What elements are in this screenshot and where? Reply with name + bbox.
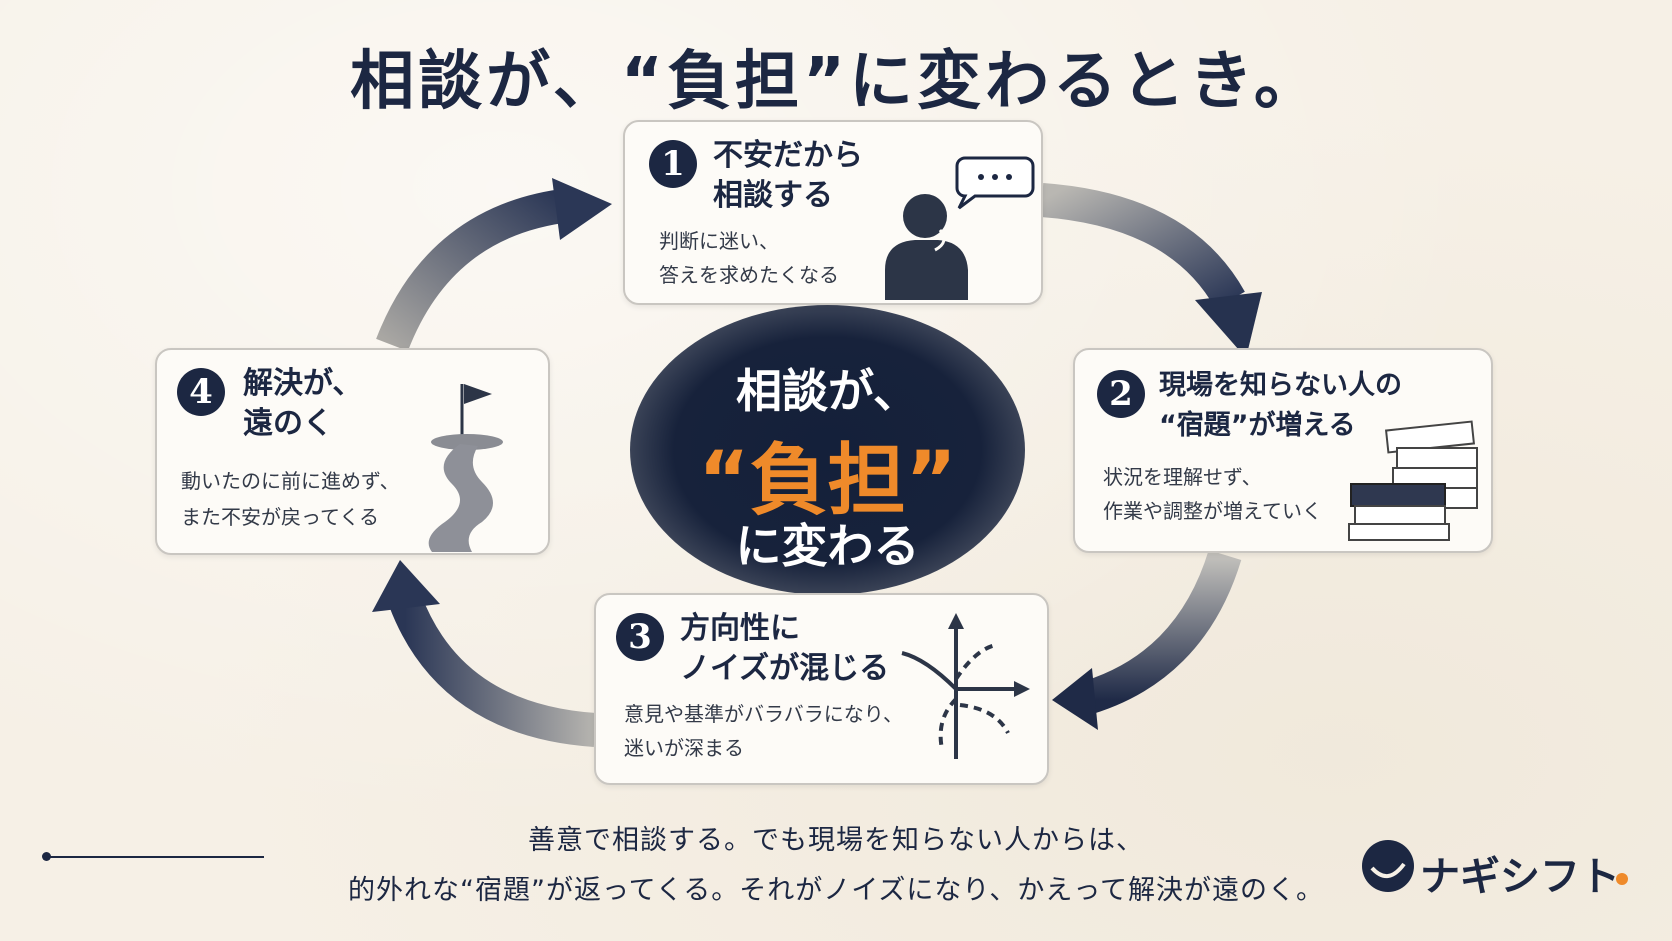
- arrow-4-to-1: [376, 188, 573, 352]
- step-1-title-line-1: 不安だから: [713, 138, 863, 173]
- arrow-1-to-2-head: [1195, 292, 1262, 358]
- step-3-desc-line-2: 迷いが深まる: [624, 736, 744, 760]
- center-line-3: に変わる: [735, 519, 920, 573]
- step-4-desc-line-1: 動いたのに前に進めず、: [181, 469, 400, 493]
- arrow-1-to-2: [1040, 183, 1245, 309]
- step-number-3: 3: [616, 613, 664, 661]
- step-1-desc-line-1: 判断に迷い、: [659, 229, 779, 253]
- step-card-3: 3 方向性に ノイズが混じる 意見や基準がバラバラになり、 迷いが深まる: [594, 593, 1049, 785]
- document-stack-icon: [1348, 420, 1478, 541]
- step-2-desc-line-2: 作業や調整が増えていく: [1103, 499, 1322, 523]
- step-number-2: 2: [1097, 370, 1145, 418]
- step-card-1: 1 不安だから 相談する 判断に迷い、 答えを求めたくなる: [623, 120, 1043, 305]
- page-title: 相談が、“負担”に変わるとき。: [350, 45, 1322, 119]
- speech-bubble-icon: [955, 156, 1035, 210]
- step-number-4: 4: [177, 368, 225, 416]
- step-4-title-line-2: 遠のく: [243, 406, 333, 441]
- step-card-4: 4 解決が、 遠のく 動いたのに前に進めず、 また不安が戻ってくる: [155, 348, 550, 555]
- arrow-3-to-4: [389, 593, 597, 747]
- step-1-title-line-2: 相談する: [713, 178, 833, 213]
- nagishift-logo-icon: [1362, 840, 1414, 892]
- arrow-2-to-3: [1075, 549, 1242, 717]
- logo-text: ナギシフト: [1420, 854, 1620, 900]
- step-3-desc-line-1: 意見や基準がバラバラになり、: [624, 702, 903, 726]
- arrow-3-to-4-head: [372, 560, 440, 612]
- step-4-title-line-1: 解決が、: [243, 366, 363, 401]
- step-2-title-line-1: 現場を知らない人の: [1159, 370, 1402, 401]
- step-card-2: 2 現場を知らない人の “宿題”が増える 状況を理解せず、 作業や調整が増えてい…: [1073, 348, 1493, 553]
- step-3-title-line-2: ノイズが混じる: [680, 651, 890, 686]
- footer-line-2: 的外れな“宿題”が返ってくる。それがノイズになり、かえって解決が遠のく。: [347, 875, 1325, 906]
- center-line-1: 相談が、: [735, 364, 920, 418]
- footer-line-1: 善意で相談する。でも現場を知らない人からは、: [528, 825, 1144, 856]
- arrow-2-to-3-head: [1052, 668, 1098, 730]
- footer-rule: [44, 856, 264, 858]
- flag-path-icon: [428, 384, 503, 552]
- step-1-desc-line-2: 答えを求めたくなる: [659, 263, 839, 287]
- step-number-1: 1: [649, 140, 697, 188]
- center-line-2: “負担”: [698, 436, 957, 526]
- center-dark-circle: [630, 305, 1025, 595]
- diverging-arrows-icon: [901, 613, 1030, 759]
- logo-accent-dot: [1616, 873, 1628, 885]
- step-2-desc-line-1: 状況を理解せず、: [1103, 465, 1262, 489]
- thinking-person-icon: [885, 194, 968, 300]
- step-4-desc-line-2: また不安が戻ってくる: [181, 505, 379, 529]
- step-3-title-line-1: 方向性に: [680, 611, 800, 646]
- step-2-title-line-2: “宿題”が増える: [1159, 410, 1356, 441]
- arrow-4-to-1-head: [552, 178, 612, 240]
